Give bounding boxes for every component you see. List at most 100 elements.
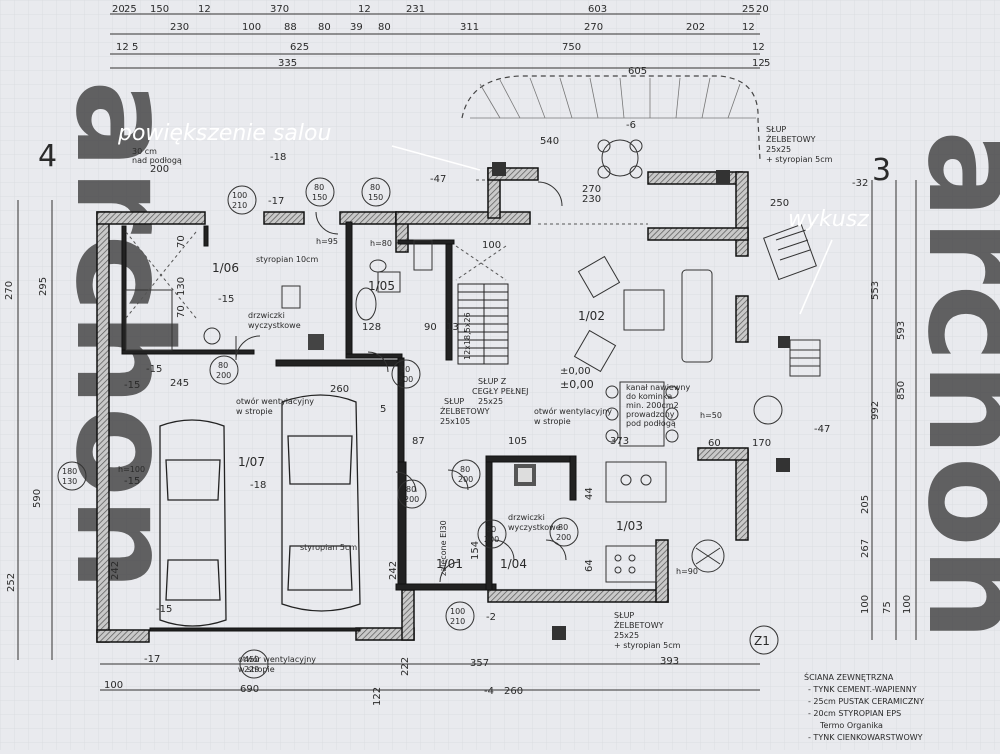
svg-text:styropian 5cm: styropian 5cm [300,543,357,552]
svg-text:373: 373 [610,436,629,447]
room-1-01: 1/01 [436,557,463,571]
interior-walls [121,221,577,632]
svg-text:12x18,5x26: 12x18,5x26 [463,312,472,360]
svg-text:Termo Organika: Termo Organika [819,721,883,730]
svg-text:-15: -15 [124,476,140,487]
svg-text:25x25: 25x25 [478,397,503,406]
svg-text:otwór wentylacyjny: otwór wentylacyjny [236,396,314,406]
svg-text:200: 200 [150,164,169,175]
room-1-03: 1/03 [616,519,643,533]
svg-text:130: 130 [176,277,187,296]
svg-text:12: 12 [358,4,371,15]
svg-text:80: 80 [318,22,331,33]
svg-text:±0,00: ±0,00 [560,378,594,391]
svg-text:25x25: 25x25 [766,145,791,154]
level-markers: -15 ±0,00 [124,366,591,391]
terrace-outline [461,75,761,161]
svg-text:231: 231 [406,4,425,15]
svg-text:605: 605 [628,66,647,77]
svg-text:370: 370 [270,4,289,15]
axis-label-3: 3 [872,153,891,188]
svg-text:Z1: Z1 [754,634,770,648]
svg-text:5: 5 [380,404,386,415]
svg-text:393: 393 [660,656,679,667]
garage-car-right [281,394,361,612]
svg-text:h=80: h=80 [370,239,392,248]
door-size-texts: 100 210 80 150 80 150 80 200 80 200 80 2… [62,183,571,674]
svg-text:70: 70 [176,235,187,248]
svg-text:nad podłogą: nad podłogą [132,156,182,165]
svg-text:295: 295 [38,277,49,296]
exterior-walls [96,167,749,643]
svg-text:88: 88 [284,22,297,33]
svg-text:-47: -47 [814,424,830,435]
svg-text:±0,00: ±0,00 [560,366,591,377]
svg-text:357: 357 [470,658,489,669]
svg-text:311: 311 [460,22,479,33]
top-dimension-lines [110,13,760,69]
columns [308,162,790,640]
svg-text:ŻELBETOWY: ŻELBETOWY [766,134,816,144]
svg-text:210: 210 [232,201,247,210]
svg-text:5: 5 [764,58,770,69]
svg-text:h=95: h=95 [316,237,338,246]
plan-dimensions: 200 -18 -47 -6 -32 -17 -15 -15 -15 -15 -… [104,120,868,706]
svg-text:h=90: h=90 [676,567,698,576]
room-1-05: 1/05 [368,279,395,293]
svg-text:242: 242 [388,561,399,580]
svg-text:25: 25 [742,4,755,15]
svg-text:200: 200 [556,533,571,542]
room-1-02: 1/02 [578,309,605,323]
svg-text:270: 270 [582,184,601,195]
svg-text:12: 12 [752,42,765,53]
svg-text:- 25cm PUSTAK CERAMICZNY: - 25cm PUSTAK CERAMICZNY [808,697,924,706]
svg-text:100: 100 [242,22,261,33]
svg-text:ŻELBETOWY: ŻELBETOWY [614,620,664,630]
svg-text:12: 12 [752,58,765,69]
svg-text:CEGŁY PEŁNEJ: CEGŁY PEŁNEJ [472,387,529,396]
room-1-04: 1/04 [500,557,527,571]
annotation-bay-window: wykusz [788,207,869,232]
svg-text:h=100: h=100 [118,465,145,474]
living-furniture [573,139,713,447]
svg-text:drzwiczki: drzwiczki [508,513,545,522]
left-dimension-lines [17,200,53,660]
svg-text:do kominka: do kominka [626,392,672,401]
svg-text:150: 150 [312,193,327,202]
svg-text:80: 80 [218,361,228,370]
svg-text:100: 100 [860,595,871,614]
svg-text:260: 260 [330,384,349,395]
watermark-right: archon [898,130,1000,641]
window-dashes [125,179,648,319]
svg-text:-17: -17 [144,654,160,665]
room-1-06: 1/06 [212,261,239,275]
svg-text:-17: -17 [268,196,284,207]
svg-text:pod podłogą: pod podłogą [626,419,676,428]
svg-text:80: 80 [406,485,416,494]
svg-text:-32: -32 [852,178,868,189]
svg-text:105: 105 [508,436,527,447]
svg-text:250: 250 [770,198,789,209]
svg-text:-15: -15 [218,294,234,305]
svg-text:122: 122 [372,687,383,706]
svg-text:750: 750 [562,42,581,53]
wall-legend: ŚCIANA ZEWNĘTRZNA - TYNK CEMENT.-WAPIENN… [804,671,924,742]
svg-text:13: 13 [446,322,459,333]
svg-text:w stropie: w stropie [238,665,275,674]
svg-text:242: 242 [110,561,121,580]
svg-text:64: 64 [584,559,595,572]
svg-text:- 20cm STYROPIAN EPS: - 20cm STYROPIAN EPS [808,709,901,718]
top-dimension-row-2: 230 100 88 80 39 80 311 270 202 12 [170,22,755,33]
stairs [457,283,509,365]
svg-text:252: 252 [6,573,17,592]
svg-text:SŁUP Z: SŁUP Z [478,377,507,386]
svg-text:60: 60 [708,438,721,449]
svg-text:70: 70 [176,305,187,318]
svg-text:-4: -4 [484,686,494,697]
svg-text:wyczystkowe: wyczystkowe [248,321,301,330]
svg-text:zalecone EI30: zalecone EI30 [439,520,448,576]
top-dimension-row-3: 12 5 625 750 12 [116,42,765,53]
svg-text:540: 540 [540,136,559,147]
